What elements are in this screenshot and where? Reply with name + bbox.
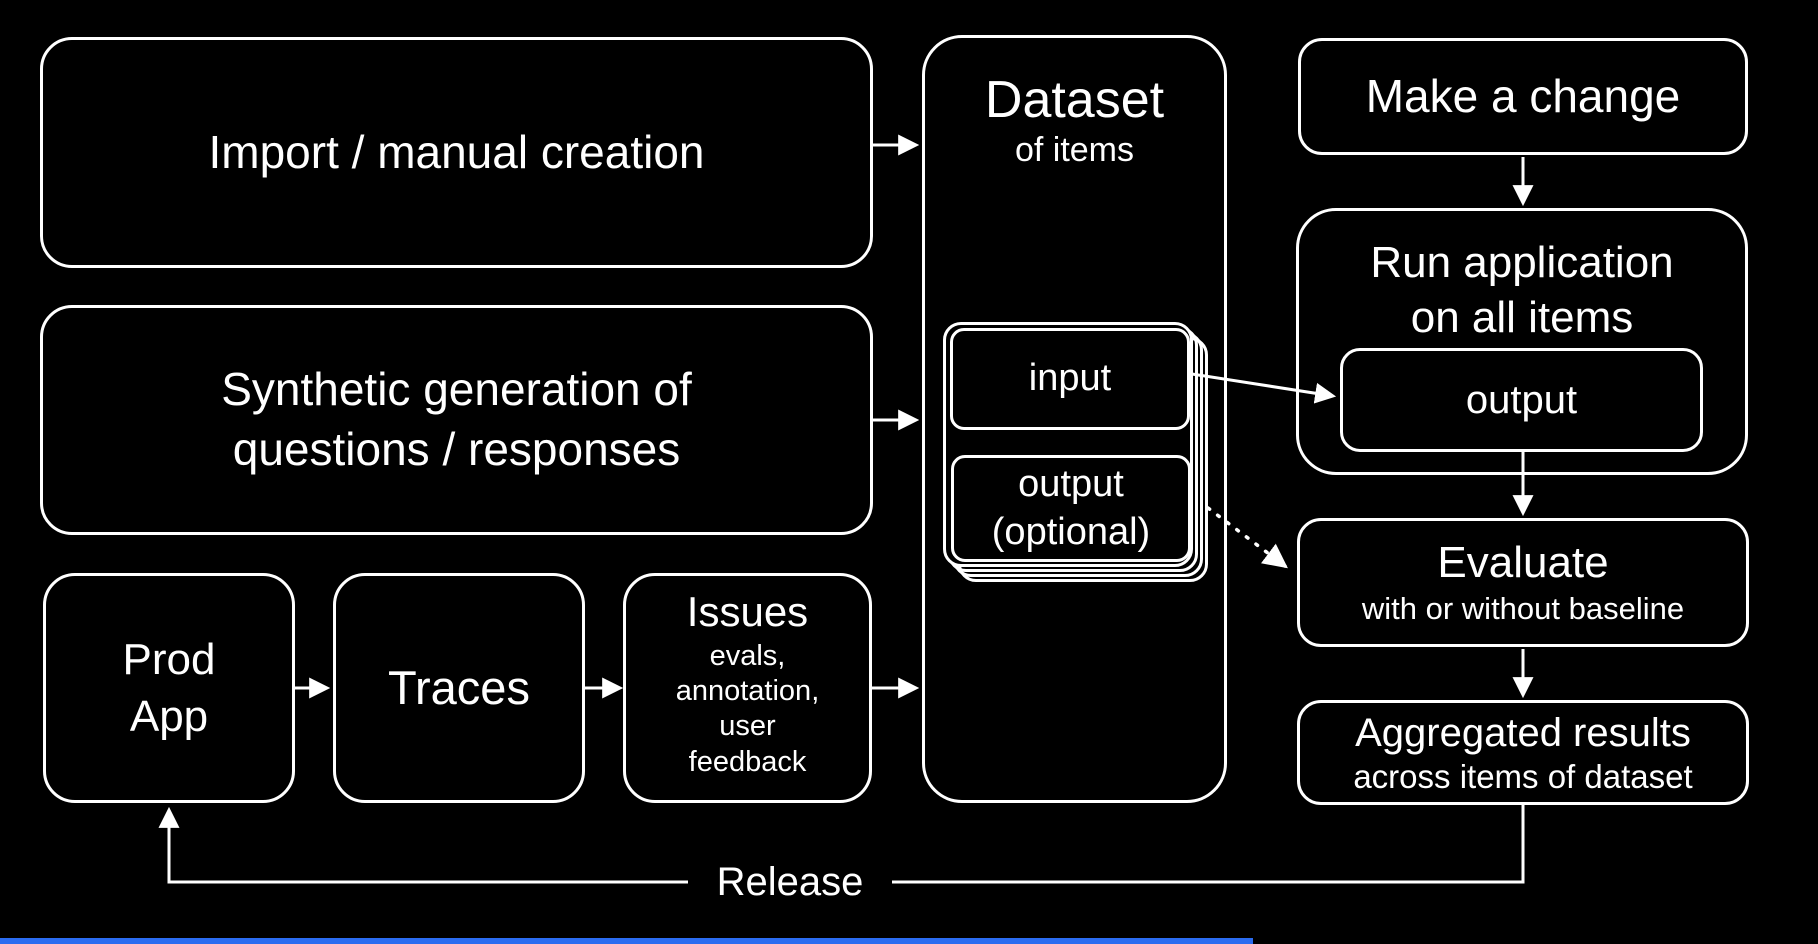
node-import-manual-creation: Import / manual creation (40, 37, 873, 268)
node-run-application-output-label: output (1465, 378, 1578, 422)
edge-release-line-right (892, 805, 1525, 884)
video-progress-bar[interactable] (0, 938, 1253, 944)
dataset-item-input-box: input (950, 328, 1190, 430)
node-dataset-title: Dataset (984, 71, 1165, 129)
node-make-a-change: Make a change (1298, 38, 1748, 155)
node-dataset-subtitle: of items (1014, 131, 1135, 170)
node-synthetic-generation: Synthetic generation of questions / resp… (40, 305, 873, 535)
node-issues-title: Issues (686, 588, 809, 635)
dataset-item-output-box: output (optional) (951, 455, 1191, 562)
node-make-a-change-label: Make a change (1365, 69, 1681, 122)
node-prod-app-label-line1: Prod (122, 634, 216, 684)
edge-release-label: Release (690, 860, 890, 905)
node-evaluate-title: Evaluate (1437, 537, 1609, 587)
dataset-item-input-label: input (1028, 357, 1112, 400)
edge-release-line-left-to-prod-app (158, 806, 688, 884)
node-aggregated-results: Aggregated results across items of datas… (1297, 700, 1749, 805)
node-issues-sub-line3: user (719, 710, 776, 743)
node-prod-app: Prod App (43, 573, 295, 803)
node-evaluate-subtitle: with or without baseline (1361, 590, 1685, 626)
node-aggregated-results-line1: Aggregated results (1355, 710, 1691, 755)
dataset-item-output-label-line1: output (1018, 463, 1124, 505)
node-issues-sub-line4: feedback (688, 745, 807, 778)
node-aggregated-results-line2: across items of dataset (1353, 757, 1693, 795)
node-issues-sub-line1: evals, (709, 639, 786, 672)
node-evaluate: Evaluate with or without baseline (1297, 518, 1749, 647)
node-synthetic-label-line2: questions / responses (232, 423, 681, 475)
node-issues: Issues evals, annotation, user feedback (623, 573, 872, 803)
dataset-item-output-label-line2: (optional) (991, 510, 1151, 553)
node-traces: Traces (333, 573, 585, 803)
node-prod-app-label-line2: App (129, 692, 209, 741)
node-synthetic-label-line1: Synthetic generation of (221, 363, 692, 416)
node-traces-label: Traces (388, 660, 530, 714)
node-run-application-label-line2: on all items (1410, 293, 1634, 342)
node-run-application-label-line1: Run application (1370, 238, 1674, 287)
node-run-application-output-box: output (1340, 348, 1703, 452)
node-issues-sub-line2: annotation, (675, 674, 820, 707)
node-import-label: Import / manual creation (208, 125, 705, 178)
